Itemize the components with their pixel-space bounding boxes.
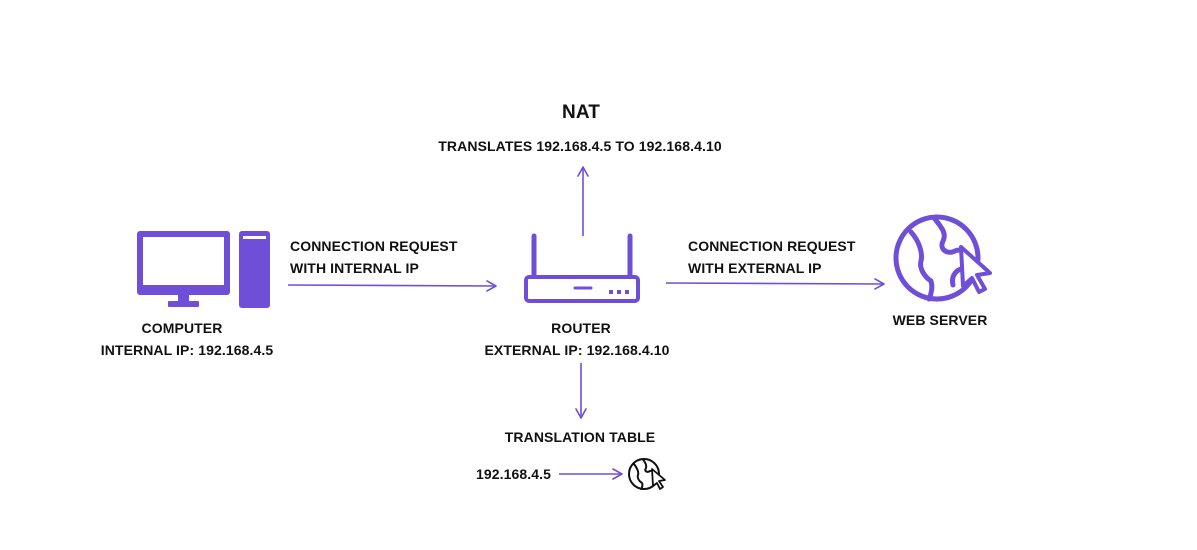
computer-ip: INTERNAL IP: 192.168.4.5 xyxy=(100,342,274,358)
router-ip: EXTERNAL IP: 192.168.4.10 xyxy=(484,342,670,358)
globe-cursor-icon xyxy=(893,214,992,302)
table-globe-icon xyxy=(628,458,666,490)
external-request-line2: WITH EXTERNAL IP xyxy=(688,260,822,276)
nat-title: NAT xyxy=(562,102,600,123)
desktop-computer-icon xyxy=(137,231,270,308)
arrow-computer-to-router xyxy=(287,280,497,292)
internal-request-line2: WITH INTERNAL IP xyxy=(290,260,419,276)
external-request-line1: CONNECTION REQUEST xyxy=(688,238,856,254)
nat-description: TRANSLATES 192.168.4.5 TO 192.168.4.10 xyxy=(438,138,722,154)
router-name: ROUTER xyxy=(551,320,611,336)
router-icon xyxy=(524,233,640,303)
translation-table-entry: 192.168.4.5 xyxy=(475,466,551,482)
arrow-router-to-web-server xyxy=(665,278,885,290)
computer-name: COMPUTER xyxy=(141,320,223,336)
translation-table-title: TRANSLATION TABLE xyxy=(504,429,656,445)
web-server-name: WEB SERVER xyxy=(892,312,988,328)
internal-request-line1: CONNECTION REQUEST xyxy=(290,238,458,254)
